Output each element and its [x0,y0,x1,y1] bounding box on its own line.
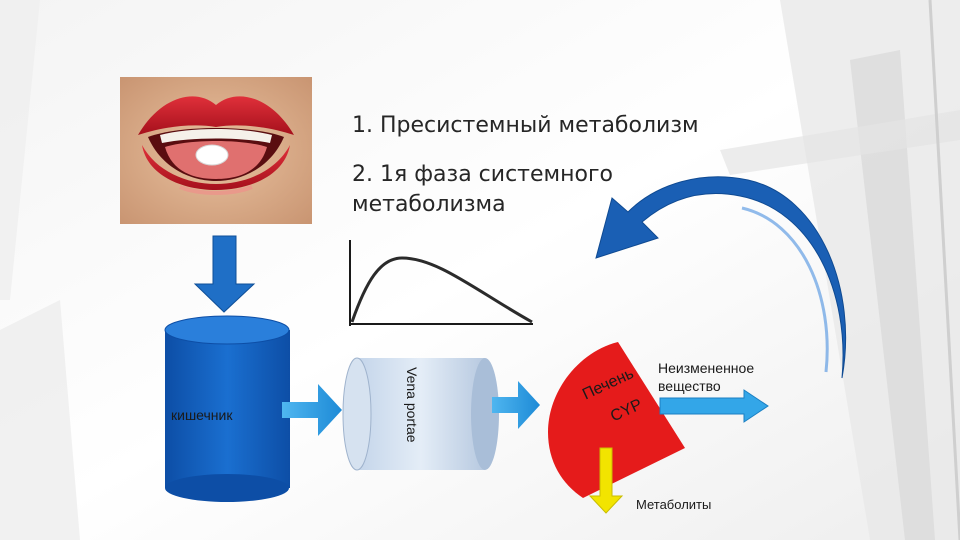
arrow-vena-to-liver [492,381,540,429]
title-first-phase-systemic-metabolism: 2. 1я фаза системного метаболизма [352,162,613,217]
unchanged-substance-line-1: Неизмененное [658,360,755,376]
metabolites-label: Метаболиты [636,497,712,512]
intestine-label: кишечник [171,407,233,423]
return-curved-arrow [595,176,847,379]
arrow-to-unchanged-substance [659,389,769,423]
arrow-to-metabolites [588,447,624,514]
intestine-cylinder [164,315,290,502]
liver-shape [548,342,685,498]
mouth-with-pill-image [120,77,312,224]
vena-portae-cylinder [342,357,499,471]
unchanged-substance-label: Неизмененное вещество [658,359,754,395]
down-arrow-to-intestine [193,235,256,313]
vena-portae-label: Vena portae [404,367,420,443]
arrow-intestine-to-vena [282,384,342,436]
concentration-curve-graph [349,240,533,326]
unchanged-substance-line-2: вещество [658,378,721,394]
title-presystemic-metabolism: 1. Пресистемный метаболизм [352,113,699,138]
